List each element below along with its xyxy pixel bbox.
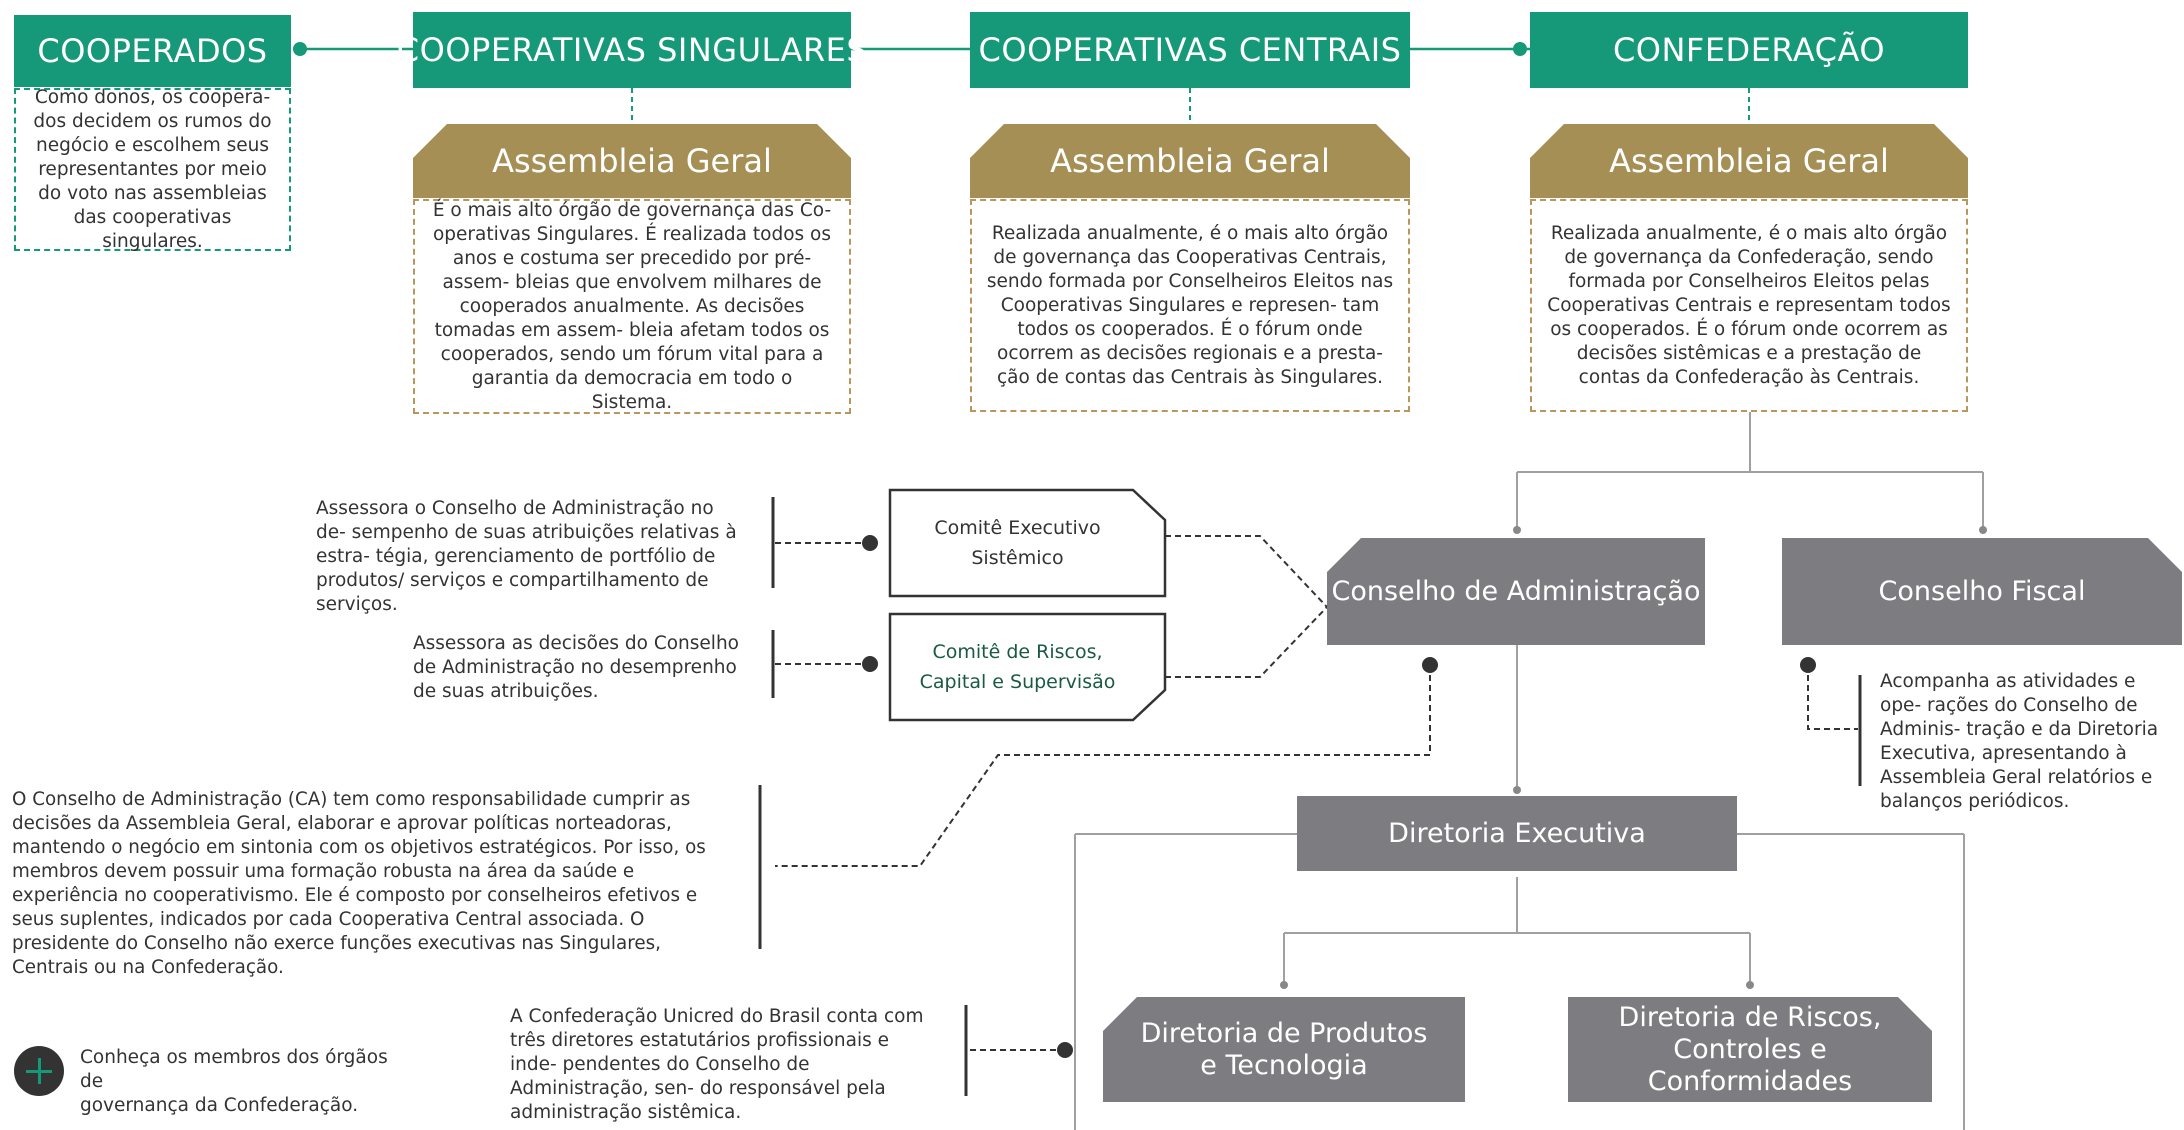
committee-riscos[interactable]: Comitê de Riscos, Capital e Supervisão <box>890 614 1145 720</box>
confederacao-header: CONFEDERAÇÃO <box>1530 12 1968 88</box>
committee-riscos-description: Assessora as decisões do Conselho de Adm… <box>413 633 739 702</box>
centrais-assembly-title: Assembleia Geral <box>970 124 1410 198</box>
conselho-administracao-description: O Conselho de Administração (CA) tem com… <box>12 789 706 978</box>
confederacao-assembly-title: Assembleia Geral <box>1530 124 1968 198</box>
committee-riscos-line2: Capital e Supervisão <box>919 671 1116 693</box>
conselho-fiscal-description: Acompanha as atividades e ope- rações do… <box>1880 671 2159 812</box>
diretoria-riscos-box: Diretoria de Riscos, Controles e Conform… <box>1568 997 1932 1102</box>
committee-riscos-box <box>888 612 1167 722</box>
centrais-assembly-text: Realizada anualmente, é o mais alto órgã… <box>970 199 1410 412</box>
diretoria-produtos-line1: Diretoria de Produtos <box>1140 1017 1428 1049</box>
cooperados-description: Como donos, os coopera- dos decidem os r… <box>14 87 291 252</box>
diretoria-executiva-description: A Confederação Unicred do Brasil conta c… <box>510 1006 924 1123</box>
diretoria-executiva-box: Diretoria Executiva <box>1297 796 1737 871</box>
diretoria-produtos-line2: e Tecnologia <box>1200 1049 1368 1081</box>
cooperados-header: COOPERADOS <box>14 15 291 87</box>
conselho-fiscal-box: Conselho Fiscal <box>1782 538 2182 645</box>
members-link-line2: governança da Confederação. <box>80 1095 359 1116</box>
singulares-assembly-text: É o mais alto órgão de governança das Co… <box>413 199 851 414</box>
connector-dot <box>1513 42 1527 56</box>
connector-dot <box>293 42 307 56</box>
members-link[interactable]: Conheça os membros dos órgãos de governa… <box>14 1044 414 1116</box>
members-link-line1: Conheça os membros dos órgãos de <box>80 1047 388 1092</box>
conselho-administracao-box: Conselho de Administração <box>1327 538 1705 645</box>
diretoria-produtos-box: Diretoria de Produtos e Tecnologia <box>1103 997 1465 1102</box>
committee-executivo-description: Assessora o Conselho de Administração no… <box>316 498 737 615</box>
committee-executivo-line1: Comitê Executivo <box>934 517 1101 539</box>
diretoria-riscos-line2: Controles e Conformidades <box>1647 1033 1853 1097</box>
committee-executivo-box <box>888 488 1167 598</box>
singulares-header: COOPERATIVAS SINGULARES <box>397 12 867 88</box>
confederacao-assembly-text: Realizada anualmente, é o mais alto órgã… <box>1530 199 1968 412</box>
centrais-header: COOPERATIVAS CENTRAIS <box>970 12 1410 88</box>
committee-executivo[interactable]: Comitê Executivo Sistêmico <box>890 490 1145 596</box>
singulares-assembly-title: Assembleia Geral <box>413 124 851 198</box>
committee-riscos-line1: Comitê de Riscos, <box>932 641 1103 663</box>
committee-executivo-line2: Sistêmico <box>971 547 1064 569</box>
plus-icon[interactable] <box>14 1046 64 1096</box>
diretoria-riscos-line1: Diretoria de Riscos, <box>1618 1001 1882 1033</box>
